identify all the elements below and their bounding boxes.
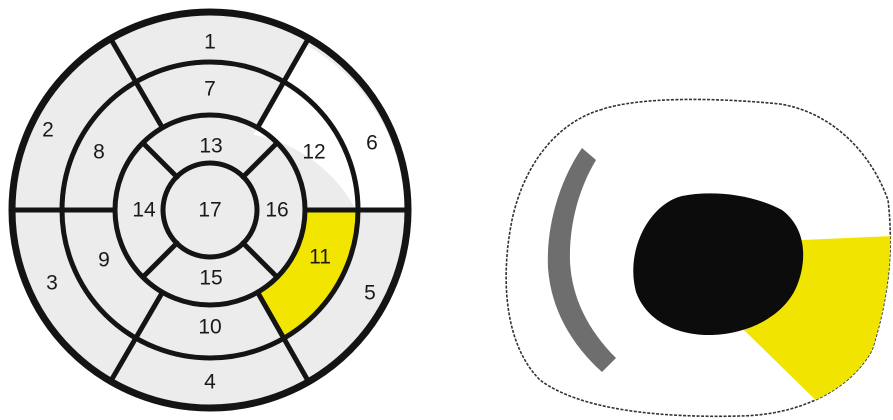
segment-label-5: 5 [364,282,376,305]
segment-label-14: 14 [132,199,156,222]
segment-label-11: 11 [309,246,331,269]
short-axis-slice [506,99,893,420]
segment-label-15: 15 [199,267,222,290]
segment-label-9: 9 [98,249,110,272]
segment-label-13: 13 [199,135,222,158]
bullseye-diagram: 1 2 3 4 5 6 7 8 9 10 11 12 13 14 15 16 1… [12,12,408,408]
segment-label-17: 17 [198,199,221,222]
segment-label-1: 1 [204,31,216,54]
segment-label-10: 10 [198,316,221,339]
segment-label-8: 8 [93,141,105,164]
segment-label-6: 6 [366,132,378,155]
segment-label-4: 4 [204,371,216,394]
segment-label-16: 16 [265,199,288,222]
segment-label-3: 3 [46,272,58,295]
segment-label-7: 7 [204,78,216,101]
segment-label-2: 2 [42,119,54,142]
segment-label-12: 12 [302,141,325,164]
